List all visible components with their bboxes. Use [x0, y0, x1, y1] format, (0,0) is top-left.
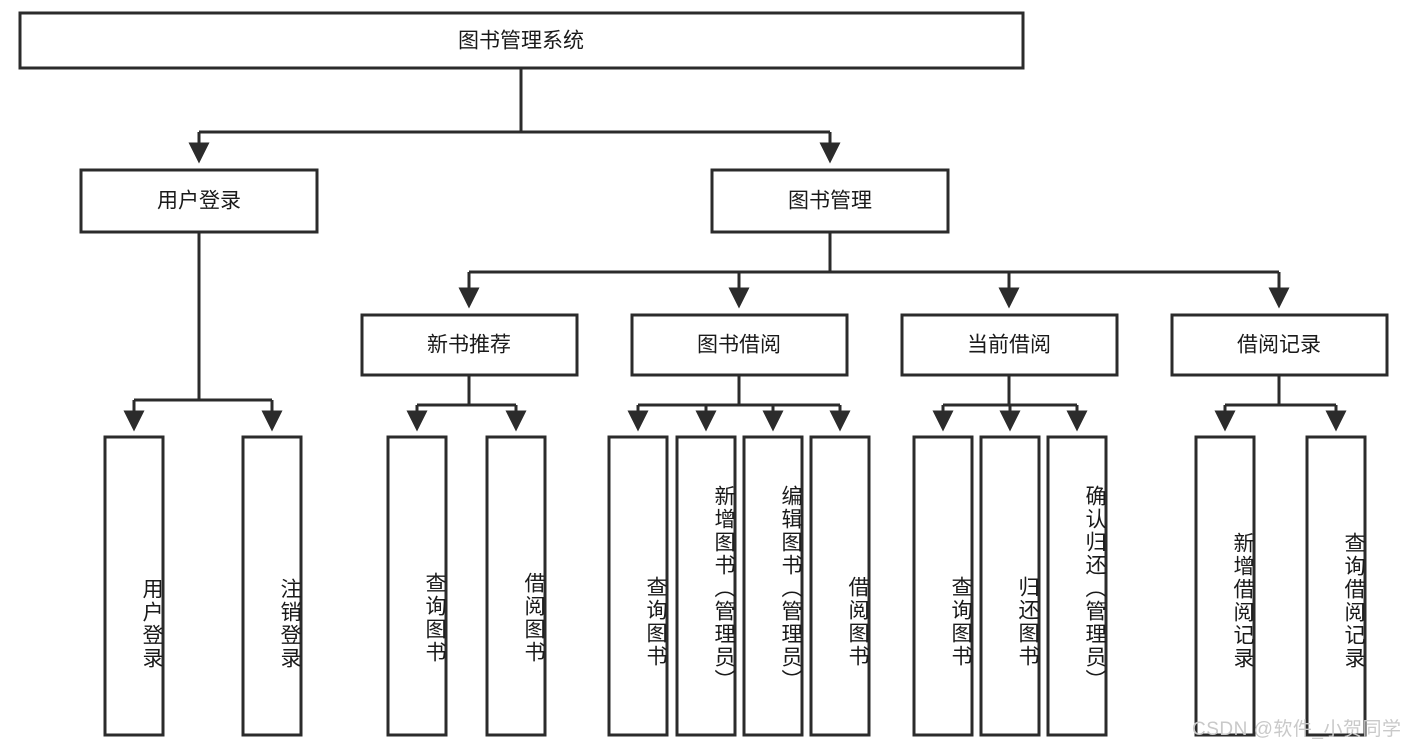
node-leaf-query-record-rect[interactable]: [1305, 435, 1367, 737]
node-book-borrow[interactable]: 图书借阅: [630, 313, 849, 377]
node-leaf-confirm-return-rect[interactable]: [1046, 435, 1108, 737]
connector-group-book-borrow: [627, 375, 851, 432]
node-root[interactable]: 图书管理系统: [18, 11, 1025, 70]
node-leaf-user-logout-rect[interactable]: [241, 435, 303, 737]
connector-group-root: [188, 68, 841, 164]
node-user-login-rect[interactable]: [79, 168, 319, 234]
node-new-book-recommend-rect[interactable]: [360, 313, 579, 377]
node-current-borrow-rect[interactable]: [900, 313, 1119, 377]
node-leaf-borrow-book-1-rect[interactable]: [485, 435, 547, 737]
node-root-rect[interactable]: [18, 11, 1025, 70]
node-book-manage-rect[interactable]: [710, 168, 950, 234]
connector-group-borrow-record: [1214, 375, 1347, 432]
node-leaf-user-login-rect[interactable]: [103, 435, 165, 737]
connector-group-current-borrow: [932, 375, 1088, 432]
node-leaf-borrow-book-2-rect[interactable]: [809, 435, 871, 737]
node-leaf-query-book-2-rect[interactable]: [607, 435, 669, 737]
node-new-book-recommend-label: 新书推荐: [427, 334, 511, 357]
node-book-manage-label: 图书管理: [788, 190, 872, 213]
node-user-login-label: 用户登录: [157, 190, 241, 213]
connector-group-user-login: [123, 232, 283, 432]
node-new-book-recommend[interactable]: 新书推荐: [360, 313, 579, 377]
connector-group-new-book-recommend: [406, 375, 527, 432]
node-leaf-query-book-3-rect[interactable]: [912, 435, 974, 737]
node-user-login[interactable]: 用户登录: [79, 168, 319, 234]
node-leaf-add-book-rect[interactable]: [675, 435, 737, 737]
node-root-label: 图书管理系统: [458, 30, 584, 53]
node-book-manage[interactable]: 图书管理: [710, 168, 950, 234]
node-leaf-edit-book-rect[interactable]: [742, 435, 804, 737]
node-borrow-record-rect[interactable]: [1170, 313, 1389, 377]
node-leaf-add-record-rect[interactable]: [1194, 435, 1256, 737]
node-book-borrow-rect[interactable]: [630, 313, 849, 377]
node-borrow-record[interactable]: 借阅记录: [1170, 313, 1389, 377]
node-leaf-query-book-1-rect[interactable]: [386, 435, 448, 737]
csdn-watermark: CSDN @软件_小贺同学: [1192, 719, 1402, 740]
leaf-rect-group: [103, 435, 1367, 737]
node-current-borrow-label: 当前借阅: [967, 334, 1051, 357]
node-book-borrow-label: 图书借阅: [697, 334, 781, 357]
node-current-borrow[interactable]: 当前借阅: [900, 313, 1119, 377]
node-borrow-record-label: 借阅记录: [1237, 334, 1321, 357]
node-leaf-return-book-rect[interactable]: [979, 435, 1041, 737]
connector-group-book-manage: [458, 232, 1290, 309]
